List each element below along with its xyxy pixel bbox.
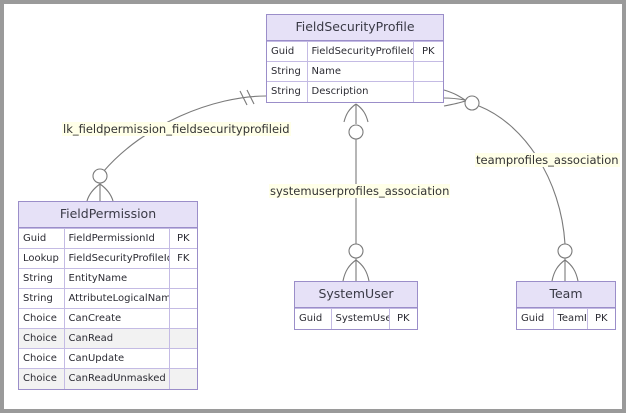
table-row[interactable]: Choice CanReadUnmasked (19, 368, 197, 389)
attr-type: Choice (19, 308, 65, 329)
attr-type: Guid (19, 228, 65, 249)
table-row[interactable]: Guid SystemUserId PK (295, 308, 417, 329)
attr-name: Name (306, 61, 414, 82)
edge-crowfoot-fsp-right-top (443, 89, 466, 101)
edge-crowfoot-fieldpermission-right (99, 183, 114, 202)
edge-crowfoot-fsp-bottom-left (343, 103, 357, 123)
attr-type: String (267, 81, 308, 102)
entity-field-permission[interactable]: FieldPermission Guid FieldPermissionId P… (18, 201, 198, 390)
edge-crowfoot-team-left (551, 259, 566, 282)
attribute-table-system-user: Guid SystemUserId PK (295, 308, 417, 329)
attr-name: CanReadUnmasked (63, 368, 170, 389)
attr-name: EntityName (63, 268, 170, 289)
edge-crowfoot-fieldpermission-left (86, 183, 101, 202)
attr-key: PK (388, 308, 417, 329)
table-row[interactable]: String EntityName (19, 268, 197, 289)
attr-key (168, 368, 197, 389)
attr-type: Guid (267, 41, 308, 62)
attr-type: Guid (295, 308, 332, 329)
attr-type: String (19, 268, 65, 289)
attr-key (168, 268, 197, 289)
edge-crowfoot-team-right (564, 259, 579, 282)
table-row[interactable]: Choice CanRead (19, 328, 197, 349)
attr-name: CanCreate (63, 308, 170, 329)
table-row[interactable]: Guid TeamID PK (517, 308, 615, 329)
attribute-table-field-security-profile: Guid FieldSecurityProfileId PK String Na… (267, 41, 443, 102)
attr-type: String (19, 288, 65, 309)
attribute-table-field-permission: Guid FieldPermissionId PK Lookup FieldSe… (19, 228, 197, 389)
attr-key (412, 61, 443, 82)
attr-name: FieldSecurityProfileId (306, 41, 414, 62)
edge-circle-fieldpermission (92, 168, 108, 184)
edge-circle-team (557, 243, 573, 259)
entity-title-system-user: SystemUser (295, 282, 417, 308)
attr-key: PK (586, 308, 615, 329)
attr-key (168, 308, 197, 329)
edge-circle-fsp-bottom (348, 124, 364, 140)
attr-type: Choice (19, 348, 65, 369)
relationship-label-teamprofiles: teamprofiles_association (475, 153, 620, 167)
attr-key (168, 328, 197, 349)
attribute-table-team: Guid TeamID PK (517, 308, 615, 329)
table-row[interactable]: String AttributeLogicalName (19, 288, 197, 309)
table-row[interactable]: Choice CanUpdate (19, 348, 197, 369)
attr-type: Lookup (19, 248, 65, 269)
table-row[interactable]: String Name (267, 61, 443, 82)
entity-field-security-profile[interactable]: FieldSecurityProfile Guid FieldSecurityP… (266, 14, 444, 103)
attr-key: FK (168, 248, 197, 269)
attr-type: String (267, 61, 308, 82)
attr-type: Choice (19, 368, 65, 389)
attr-name: TeamID (552, 308, 588, 329)
table-row[interactable]: Choice CanCreate (19, 308, 197, 329)
entity-title-field-permission: FieldPermission (19, 202, 197, 228)
table-row[interactable]: Guid FieldPermissionId PK (19, 228, 197, 249)
table-row[interactable]: Lookup FieldSecurityProfileId FK (19, 248, 197, 269)
attr-name: CanUpdate (63, 348, 170, 369)
entity-team[interactable]: Team Guid TeamID PK (516, 281, 616, 330)
table-row[interactable]: Guid FieldSecurityProfileId PK (267, 41, 443, 62)
attr-name: AttributeLogicalName (63, 288, 170, 309)
entity-system-user[interactable]: SystemUser Guid SystemUserId PK (294, 281, 418, 330)
attr-key (168, 288, 197, 309)
edge-tick-one-a (246, 89, 255, 105)
edge-crowfoot-systemuser-right (355, 259, 370, 282)
edge-crowfoot-fsp-bottom-right (355, 103, 369, 123)
attr-name: FieldPermissionId (63, 228, 170, 249)
edge-crowfoot-fsp-right-bottom (443, 100, 466, 107)
edge-circle-systemuser (348, 243, 364, 259)
edge-tick-one-b (239, 90, 248, 106)
edge-team-line (478, 105, 566, 245)
attr-key: PK (168, 228, 197, 249)
edge-circle-fsp-right (464, 95, 480, 111)
relationship-label-systemuserprofiles: systemuserprofiles_association (269, 184, 451, 198)
attr-type: Guid (517, 308, 554, 329)
attr-name: CanRead (63, 328, 170, 349)
attr-key (168, 348, 197, 369)
attr-key (412, 81, 443, 102)
attr-name: SystemUserId (330, 308, 390, 329)
edge-crowfoot-fsp-right-mid (443, 97, 466, 101)
entity-title-team: Team (517, 282, 615, 308)
attr-key: PK (412, 41, 443, 62)
relationship-label-lk-fieldpermission: lk_fieldpermission_fieldsecurityprofilei… (62, 122, 291, 136)
entity-title-field-security-profile: FieldSecurityProfile (267, 15, 443, 41)
attr-type: Choice (19, 328, 65, 349)
table-row[interactable]: String Description (267, 81, 443, 102)
attr-name: Description (306, 81, 414, 102)
edge-crowfoot-systemuser-left (342, 259, 357, 282)
attr-name: FieldSecurityProfileId (63, 248, 170, 269)
